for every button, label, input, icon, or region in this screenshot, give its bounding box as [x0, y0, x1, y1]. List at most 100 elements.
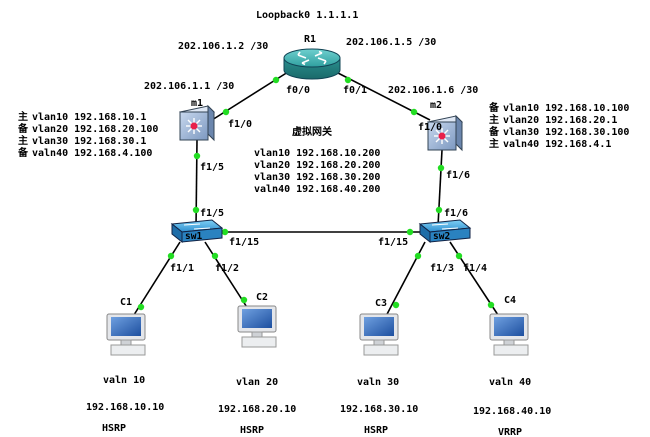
sw2-port-up: f1/6: [444, 208, 468, 219]
client-name: C1: [120, 297, 132, 308]
client-protocol: HSRP: [364, 425, 388, 436]
monitor-icon: [494, 317, 524, 336]
m1-vlan-role: 备: [17, 122, 29, 135]
m1-vlan-entry: vlan20 192.168.20.100: [32, 124, 158, 135]
m2-vlan-role: 备: [488, 101, 500, 114]
sw1-port-up: f1/5: [200, 208, 224, 219]
m2-vlan-entry: vlan30 192.168.30.100: [503, 127, 629, 138]
monitor-icon: [364, 317, 394, 336]
router-r1[interactable]: [283, 48, 341, 80]
m2-name: m2: [430, 100, 442, 111]
m1-vlan-entry: valn40 192.168.4.100: [32, 148, 152, 159]
client-protocol: HSRP: [102, 423, 126, 434]
port-dot: [222, 108, 230, 116]
port-dot: [435, 206, 443, 214]
sw2-port-c4: f1/4: [463, 263, 487, 274]
virtual-gateway-entry: vlan10 192.168.10.200: [254, 148, 380, 159]
m1-port-up: f1/0: [228, 119, 252, 130]
switch-arrows-icon: [183, 223, 211, 230]
port-dot: [410, 108, 418, 116]
port-dot: [221, 228, 229, 236]
client-ip: 192.168.20.10: [218, 404, 296, 415]
links: [131, 71, 501, 319]
router-arrows-icon: [297, 50, 327, 66]
sw2-port-c3: f1/3: [430, 263, 454, 274]
m1-port-down: f1/5: [200, 162, 224, 173]
port-dot: [193, 152, 201, 160]
port-dot: [437, 164, 445, 172]
m2-vlan-role: 主: [489, 137, 499, 150]
m2-vlan-entry: vlan10 192.168.10.100: [503, 103, 629, 114]
m2-vlan-entry: vlan20 192.168.20.1: [503, 115, 617, 126]
client-protocol: HSRP: [240, 425, 264, 436]
labels: Loopback0 1.1.1.1 R1 202.106.1.2 /30 202…: [17, 10, 629, 437]
virtual-gateway-entry: vlan20 192.168.20.200: [254, 160, 380, 171]
port-dot: [455, 252, 463, 260]
m1-vlan-role: 备: [17, 146, 29, 159]
m1-name: m1: [191, 98, 203, 109]
m1-vlan-entry: vlan10 192.168.10.1: [32, 112, 146, 123]
pc-c3[interactable]: [359, 313, 399, 356]
port-dot: [272, 76, 280, 84]
pc-c4[interactable]: [489, 313, 529, 356]
monitor-icon: [242, 309, 272, 328]
diagram-title: Loopback0 1.1.1.1: [256, 10, 358, 21]
switch-sw1[interactable]: [170, 219, 224, 244]
sw1-port-trunk: f1/15: [229, 237, 259, 248]
switch-sw2[interactable]: [418, 219, 472, 244]
l3-switch-m1[interactable]: [178, 104, 216, 142]
pc-c1[interactable]: [106, 313, 146, 356]
m2-port-down: f1/6: [446, 170, 470, 181]
client-name: C2: [256, 292, 268, 303]
client-protocol: VRRP: [498, 427, 522, 437]
port-dot: [344, 76, 352, 84]
sw2-port-trunk: f1/15: [378, 237, 408, 248]
client-ip: 192.168.10.10: [86, 402, 164, 413]
sw2-name: sw2: [433, 231, 450, 242]
client-ip: 192.168.30.10: [340, 404, 418, 415]
link-m2-sw2: [437, 149, 443, 227]
m1-uplink-ip: 202.106.1.1 /30: [144, 81, 234, 92]
port-dot: [167, 252, 175, 260]
m2-vlan-role: 主: [489, 113, 499, 126]
port-dot: [137, 303, 145, 311]
r1-right-ip: 202.106.1.5 /30: [346, 37, 436, 48]
client-vlan: valn 40: [489, 377, 531, 388]
client-vlan: vlan 20: [236, 377, 278, 388]
m1-vlan-role: 主: [18, 134, 28, 147]
r1-port-left: f0/0: [286, 85, 310, 96]
m1-vlan-role: 主: [18, 110, 28, 123]
client-name: C3: [375, 298, 387, 309]
client-vlan: valn 10: [103, 375, 145, 386]
m2-vlan-entry: valn40 192.168.4.1: [503, 139, 611, 150]
port-dot: [240, 296, 248, 304]
r1-left-ip: 202.106.1.2 /30: [178, 41, 268, 52]
switch-arrows-icon: [431, 223, 459, 230]
port-dot: [487, 301, 495, 309]
client-vlan: valn 30: [357, 377, 399, 388]
r1-port-right: f0/1: [343, 85, 367, 96]
monitor-icon: [111, 317, 141, 336]
client-ip: 192.168.40.10: [473, 406, 551, 417]
port-dots: [137, 76, 495, 311]
port-dot: [211, 252, 219, 260]
port-dot: [406, 228, 414, 236]
virtual-gateway-entry: valn40 192.168.40.200: [254, 184, 380, 195]
m1-vlan-entry: vlan30 192.168.30.1: [32, 136, 146, 147]
m2-port-up: f1/0: [418, 122, 442, 133]
port-dot: [392, 301, 400, 309]
m2-vlan-role: 备: [488, 125, 500, 138]
router-name: R1: [304, 34, 316, 45]
pc-c2[interactable]: [237, 305, 277, 348]
port-dot: [192, 206, 200, 214]
virtual-gateway-title: 虚拟网关: [292, 125, 332, 138]
sw1-port-c2: f1/2: [215, 263, 239, 274]
virtual-gateway-entry: vlan30 192.168.30.200: [254, 172, 380, 183]
port-dot: [414, 252, 422, 260]
sw1-name: sw1: [185, 231, 202, 242]
l3-switch-m2[interactable]: [426, 114, 464, 152]
m2-uplink-ip: 202.106.1.6 /30: [388, 85, 478, 96]
client-name: C4: [504, 295, 516, 306]
sw1-port-c1: f1/1: [170, 263, 194, 274]
